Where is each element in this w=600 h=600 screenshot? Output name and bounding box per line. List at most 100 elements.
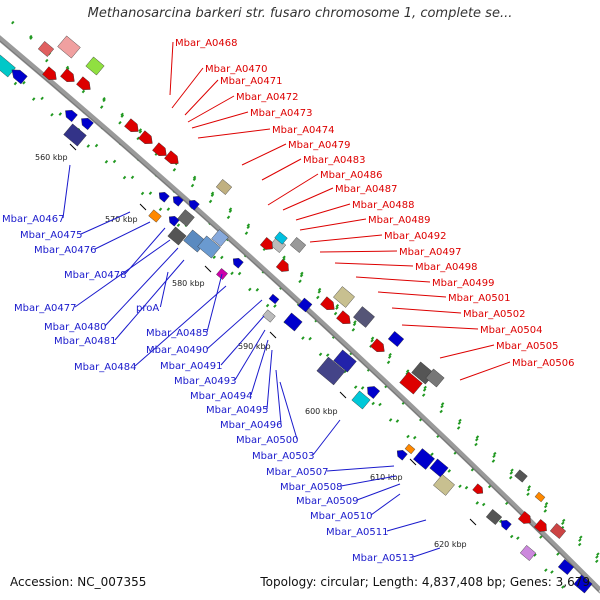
gene-features — [0, 35, 593, 594]
forward-gene-label: Mbar_A0483 — [303, 155, 366, 166]
forward-gene-label: Mbar_A0470 — [205, 64, 268, 75]
gene-feature — [197, 235, 221, 259]
gene-feature — [274, 231, 288, 245]
gene-feature — [387, 331, 405, 347]
forward-gene-label: Mbar_A0474 — [272, 125, 335, 136]
tick-mark — [139, 203, 147, 211]
forward-gene-label: Mbar_A0504 — [480, 325, 543, 336]
gene-feature — [333, 286, 355, 308]
leader-line — [309, 234, 383, 243]
gene-feature — [404, 443, 416, 455]
gene-feature — [533, 519, 547, 532]
reverse-gene-label: Mbar_A0476 — [34, 245, 97, 256]
leader-line — [74, 239, 171, 308]
leader-line — [377, 291, 447, 298]
reverse-gene-label: Mbar_A0485 — [146, 328, 209, 339]
leader-line — [171, 67, 204, 109]
leader-line — [241, 143, 287, 166]
gene-feature — [259, 237, 273, 250]
map-title: Methanosarcina barkeri str. fusaro chrom… — [87, 6, 513, 21]
reverse-gene-label: Mbar_A0480 — [44, 322, 107, 333]
forward-gene-label: Mbar_A0499 — [432, 278, 495, 289]
leader-line — [401, 324, 479, 330]
leader-line — [319, 250, 398, 253]
guide-dot-line — [29, 34, 600, 559]
chromosome-backbone-shadow — [0, 40, 600, 594]
forward-gene-label: Mbar_A0488 — [352, 200, 415, 211]
gene-feature — [297, 297, 313, 313]
gene-feature — [429, 458, 449, 478]
reverse-gene-label: Mbar_A0478 — [64, 270, 127, 281]
forward-gene-label: Mbar_A0473 — [250, 108, 313, 119]
gene-feature — [188, 200, 200, 211]
tick-label: 600 kbp — [305, 407, 338, 416]
gene-feature — [148, 209, 162, 223]
forward-gene-label: Mbar_A0501 — [448, 293, 511, 304]
gene-feature — [472, 483, 484, 494]
leader-line — [459, 361, 511, 381]
forward-gene-label: Mbar_A0472 — [236, 92, 299, 103]
leader-line — [261, 158, 302, 181]
gene-feature — [268, 293, 280, 305]
forward-gene-label: Mbar_A0486 — [320, 170, 383, 181]
gene-feature — [534, 491, 546, 503]
reverse-gene-label: Mbar_A0496 — [220, 420, 283, 431]
leader-line — [191, 111, 249, 129]
leader-line — [355, 276, 431, 283]
leader-line — [267, 173, 319, 206]
reverse-gene-label: Mbar_A0500 — [236, 435, 299, 446]
leader-line — [299, 218, 367, 231]
forward-gene-label: Mbar_A0506 — [512, 358, 575, 369]
gene-feature — [152, 142, 167, 156]
tick-mark — [204, 265, 212, 273]
forward-gene-label: Mbar_A0487 — [335, 184, 398, 195]
gene-feature — [316, 356, 346, 386]
gene-feature — [37, 41, 55, 57]
gene-feature — [514, 469, 528, 483]
reverse-gene-label: Mbar_A0503 — [252, 451, 315, 462]
gene-feature — [0, 54, 16, 78]
leader-line — [169, 41, 174, 96]
leader-line — [266, 349, 273, 410]
gene-feature — [500, 520, 512, 531]
tick-mark — [69, 143, 77, 151]
gene-feature — [351, 390, 371, 410]
leader-line — [134, 285, 227, 367]
leader-line — [386, 519, 427, 532]
reverse-gene-label: Mbar_A0508 — [280, 482, 343, 493]
tick-mark — [339, 391, 347, 399]
accession-text: Accession: NC_007355 — [10, 575, 147, 589]
gene-feature — [573, 574, 593, 594]
forward-gene-label: Mbar_A0505 — [496, 341, 559, 352]
gene-feature — [81, 118, 94, 131]
leader-line — [326, 465, 395, 472]
reverse-gene-label: Mbar_A0507 — [266, 467, 329, 478]
gene-feature — [76, 76, 91, 90]
label-leader-lines — [62, 41, 511, 558]
reverse-gene-label: Mbar_A0494 — [190, 391, 253, 402]
gene-feature — [164, 150, 179, 164]
gene-feature — [124, 118, 139, 132]
tick-mark — [409, 458, 417, 466]
leader-line — [114, 259, 185, 341]
gene-feature — [158, 192, 170, 203]
reverse-gene-label: Mbar_A0513 — [352, 553, 415, 564]
gene-feature — [138, 130, 153, 144]
leader-line — [234, 329, 266, 381]
leader-line — [370, 493, 401, 516]
leader-line — [275, 369, 282, 425]
gene-feature — [42, 66, 57, 80]
leader-line — [295, 203, 351, 221]
gene-feature — [336, 310, 351, 324]
gene-feature — [168, 216, 180, 227]
guide-dot-line — [0, 60, 562, 582]
leader-line — [279, 381, 298, 440]
leader-line — [184, 79, 219, 116]
forward-gene-label: Mbar_A0471 — [220, 76, 283, 87]
gene-feature — [333, 349, 357, 373]
forward-gene-label: Mbar_A0468 — [175, 38, 238, 49]
gene-feature — [557, 559, 575, 575]
gene-feature — [60, 68, 75, 82]
leader-line — [187, 95, 235, 123]
